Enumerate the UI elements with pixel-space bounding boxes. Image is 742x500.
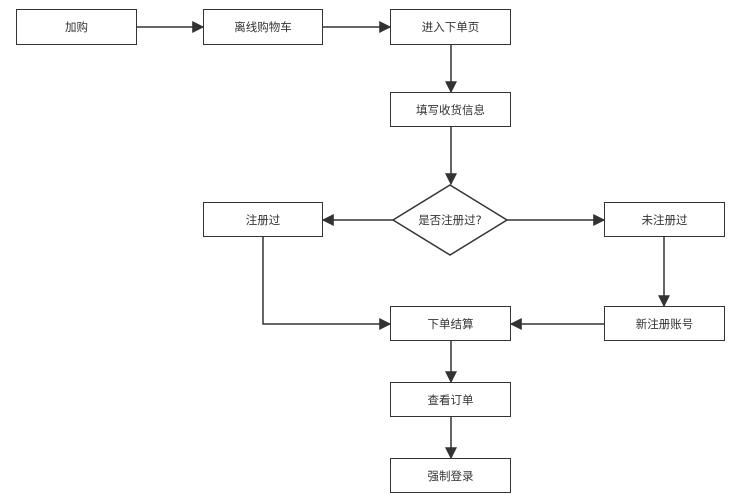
node-label: 下单结算 [427,316,474,331]
node-order-page: 进入下单页 [390,9,511,45]
node-label: 是否注册过? [418,213,482,227]
node-label: 查看订单 [427,392,474,407]
decision-diamond-shape [392,184,508,256]
edge-registered-to-checkout [262,237,392,330]
node-label: 强制登录 [427,468,474,483]
node-force-login: 强制登录 [390,458,511,493]
node-not-registered: 未注册过 [604,202,725,237]
node-registered: 注册过 [203,202,323,237]
node-label: 离线购物车 [234,20,292,34]
node-label: 填写收货信息 [416,102,485,117]
node-registered-decision: 是否注册过? [392,184,508,256]
node-checkout: 下单结算 [390,306,511,341]
node-label: 注册过 [245,212,281,227]
node-label: 进入下单页 [421,20,480,34]
node-add-to-cart: 加购 [16,9,137,45]
node-offline-cart: 离线购物车 [203,9,323,45]
node-fill-address: 填写收货信息 [390,92,511,127]
node-new-account: 新注册账号 [604,306,725,341]
node-view-order: 查看订单 [390,382,511,417]
node-label: 加购 [65,20,88,34]
node-label: 新注册账号 [635,316,694,331]
node-label: 未注册过 [641,212,688,227]
